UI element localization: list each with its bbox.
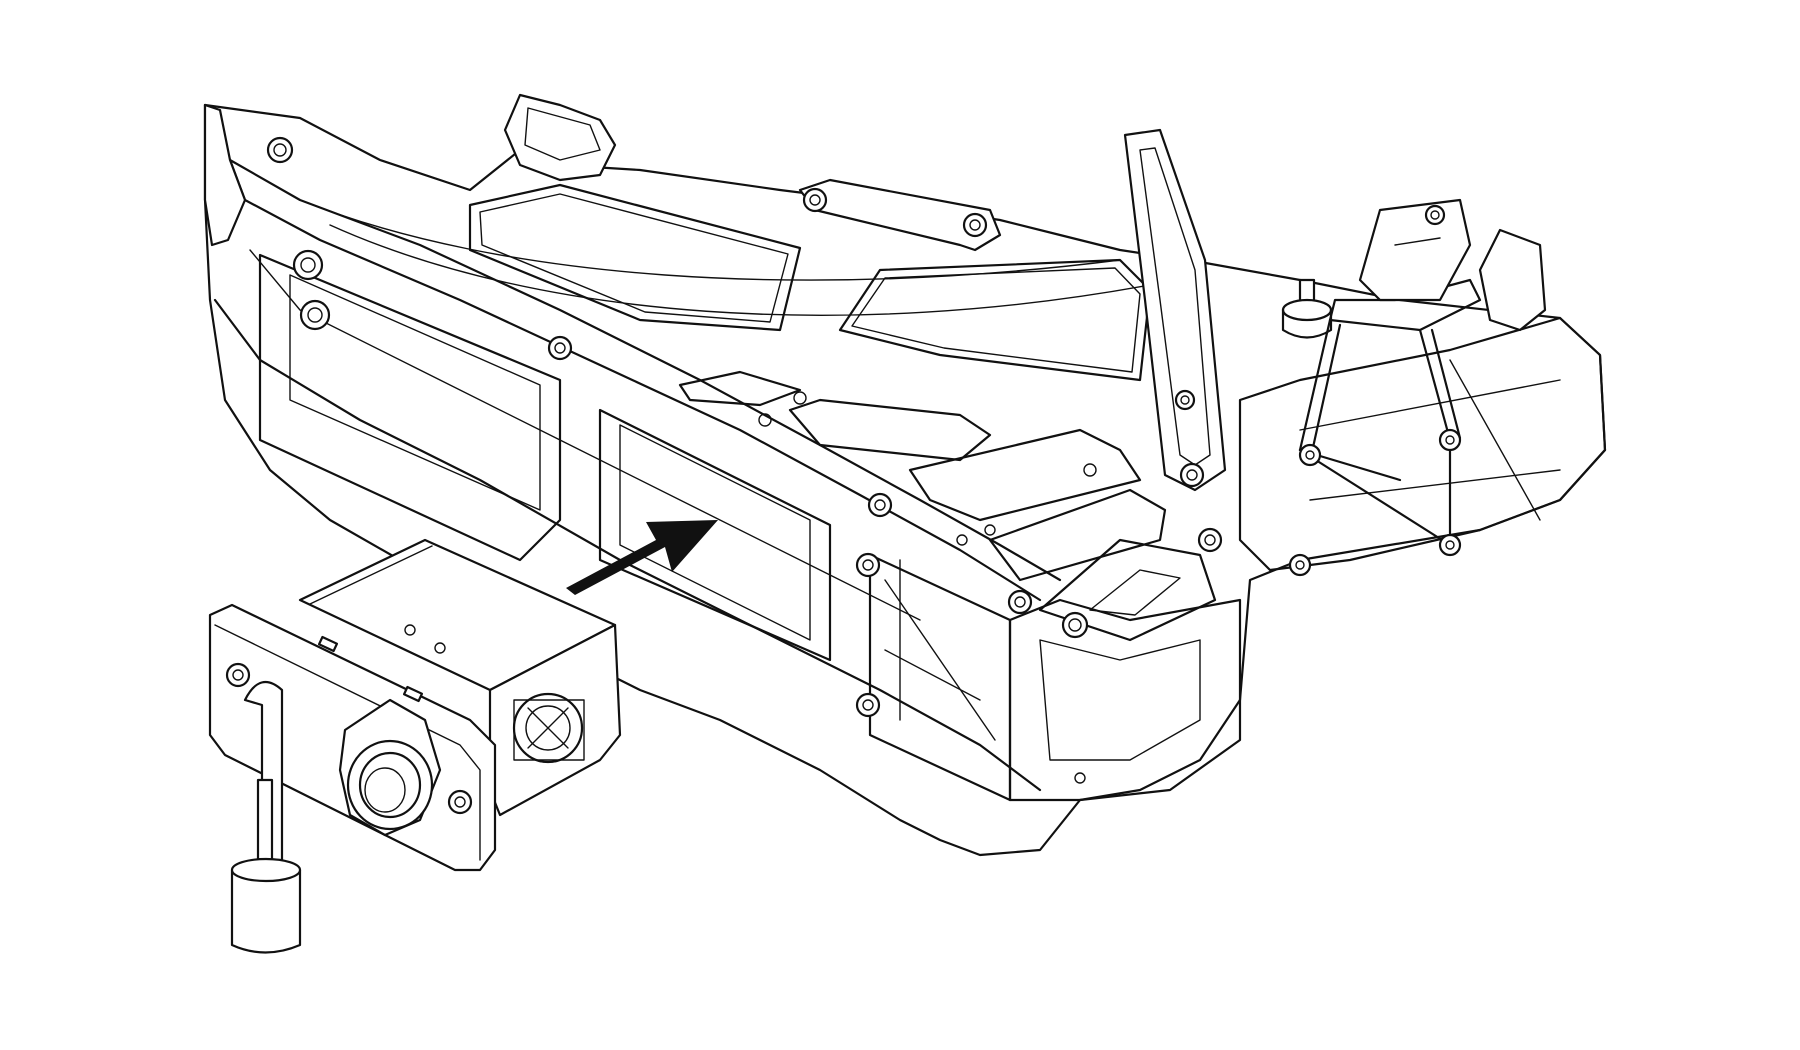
vertical-bracket-slot bbox=[1139, 147, 1211, 466]
module-tab-2 bbox=[402, 685, 424, 703]
module-top-edge bbox=[309, 545, 433, 605]
hole-5 bbox=[1083, 463, 1097, 477]
frame-window-1-inner bbox=[479, 193, 789, 323]
frame-window-4 bbox=[788, 398, 992, 462]
front-lower-block bbox=[1008, 598, 1242, 802]
screw-15 bbox=[1438, 533, 1462, 557]
rear-top-latch bbox=[503, 93, 617, 182]
frame-window-5 bbox=[908, 428, 1142, 522]
frame-curve-band-2 bbox=[329, 224, 1151, 316]
frame-window-2 bbox=[838, 258, 1152, 382]
screw-14 bbox=[1438, 428, 1462, 452]
screw-6 bbox=[1007, 589, 1033, 615]
front-top-bracket-slot bbox=[1089, 569, 1181, 616]
rear-wing-diag-2 bbox=[1309, 469, 1561, 501]
frame-window-3 bbox=[678, 370, 802, 407]
insert-arrow bbox=[566, 520, 718, 595]
hole-7 bbox=[984, 524, 996, 536]
hole-1 bbox=[292, 249, 324, 281]
screw-9 bbox=[855, 552, 881, 578]
fasteners bbox=[266, 136, 1462, 784]
module-screw-left bbox=[225, 662, 251, 688]
power-module bbox=[208, 538, 622, 954]
frame-top-rail bbox=[203, 103, 1062, 582]
screw-16 bbox=[1288, 553, 1312, 577]
screw-13 bbox=[1298, 443, 1322, 467]
front-top-bracket bbox=[1038, 538, 1217, 642]
screw-10 bbox=[855, 692, 881, 718]
front-lower-block-inner bbox=[1039, 639, 1201, 761]
hole-4 bbox=[793, 391, 807, 405]
module-tab-1 bbox=[317, 635, 339, 653]
rear-post bbox=[1281, 278, 1333, 339]
rear-wing-section bbox=[1238, 316, 1607, 572]
frame-window-1 bbox=[468, 183, 802, 332]
screw-7 bbox=[1061, 611, 1089, 639]
module-bay-inner bbox=[289, 274, 541, 511]
chassis-frame bbox=[203, 93, 1607, 857]
rear-wing-diag-1 bbox=[1299, 379, 1561, 431]
module-handle bbox=[230, 680, 302, 954]
module-bay-opening-2 bbox=[598, 408, 832, 662]
frame-top-rail-inner bbox=[228, 158, 1042, 602]
module-top-hole-2 bbox=[434, 642, 446, 654]
hole-3 bbox=[758, 413, 772, 427]
screw-2 bbox=[547, 335, 573, 361]
front-end-rib-1 bbox=[884, 579, 996, 741]
rear-wing-diag-3 bbox=[1449, 359, 1541, 521]
frame-window-2-inner bbox=[851, 267, 1141, 373]
screw-8 bbox=[1197, 527, 1223, 553]
screw-1 bbox=[266, 136, 294, 164]
rear-linkage bbox=[1298, 198, 1547, 547]
screw-4 bbox=[962, 212, 988, 238]
module-bay-opening bbox=[258, 253, 562, 562]
hole-6 bbox=[956, 534, 968, 546]
hole-2 bbox=[299, 299, 331, 331]
module-front-plate-edge bbox=[214, 624, 481, 861]
screw-17 bbox=[1424, 204, 1446, 226]
module-screw-right bbox=[447, 789, 473, 815]
frame-window-6 bbox=[988, 488, 1167, 582]
screw-12 bbox=[1174, 389, 1196, 411]
module-top-hole-1 bbox=[404, 624, 416, 636]
front-end-rib-2 bbox=[884, 649, 981, 701]
rear-end-cap bbox=[203, 103, 247, 247]
screw-5 bbox=[867, 492, 893, 518]
rear-top-latch-step bbox=[524, 107, 601, 161]
module-fan bbox=[512, 692, 585, 764]
screw-11 bbox=[1179, 462, 1205, 488]
screw-3 bbox=[802, 187, 828, 213]
top-link-bar bbox=[798, 178, 1002, 252]
insert-arrow-shape bbox=[566, 520, 718, 595]
module-bay-inner-2 bbox=[619, 424, 811, 641]
module-connector bbox=[338, 698, 442, 837]
hole-8 bbox=[1074, 772, 1086, 784]
